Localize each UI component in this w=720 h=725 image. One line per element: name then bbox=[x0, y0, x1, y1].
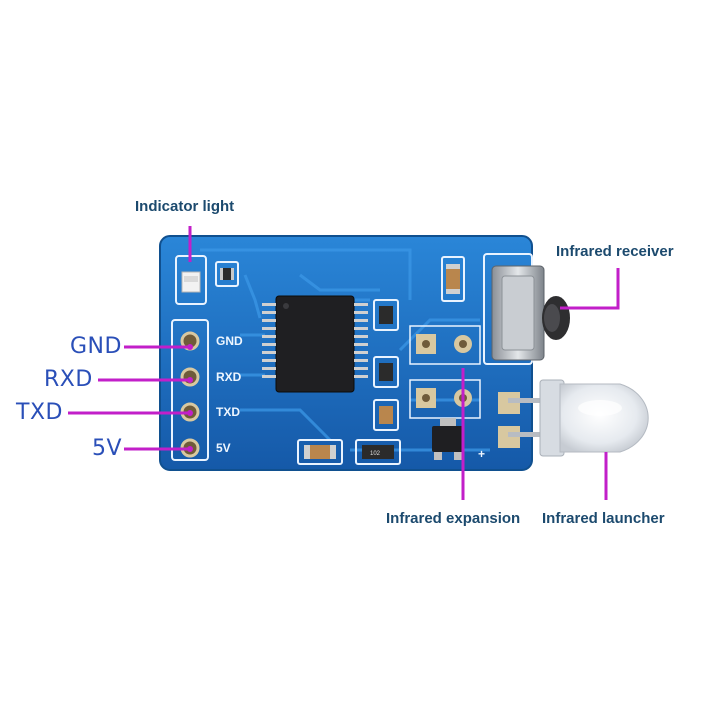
pin-label-rxd: RXD bbox=[44, 367, 93, 392]
smd-resistor-top-left bbox=[215, 261, 239, 287]
pin-label-gnd: GND bbox=[70, 334, 122, 359]
smd-capacitor-top bbox=[441, 256, 465, 302]
main-ic bbox=[262, 295, 368, 393]
smd-column bbox=[373, 299, 399, 431]
callout-infrared-expansion: Infrared expansion bbox=[386, 510, 521, 527]
callout-infrared-receiver: Infrared receiver bbox=[556, 243, 674, 260]
pointer-receiver bbox=[560, 268, 620, 310]
callout-infrared-launcher: Infrared launcher bbox=[542, 510, 665, 527]
smd-bottom: 102 bbox=[297, 439, 401, 465]
transistor bbox=[432, 418, 464, 460]
callout-indicator-light: Indicator light bbox=[135, 198, 235, 215]
pin-header-frame bbox=[171, 319, 209, 461]
pin-label-txd: TXD bbox=[16, 400, 63, 425]
silk-rxd: RXD bbox=[216, 370, 242, 384]
silk-5v: 5V bbox=[216, 441, 231, 455]
infrared-launcher bbox=[498, 379, 649, 457]
silk-gnd: GND bbox=[216, 334, 243, 348]
plus-mark: + bbox=[478, 447, 485, 461]
pin-label-5v: 5V bbox=[92, 436, 123, 461]
resistor-mark: 102 bbox=[370, 451, 381, 457]
infrared-receiver bbox=[483, 253, 570, 365]
silk-txd: TXD bbox=[216, 405, 240, 419]
pointer-lines bbox=[68, 226, 620, 500]
